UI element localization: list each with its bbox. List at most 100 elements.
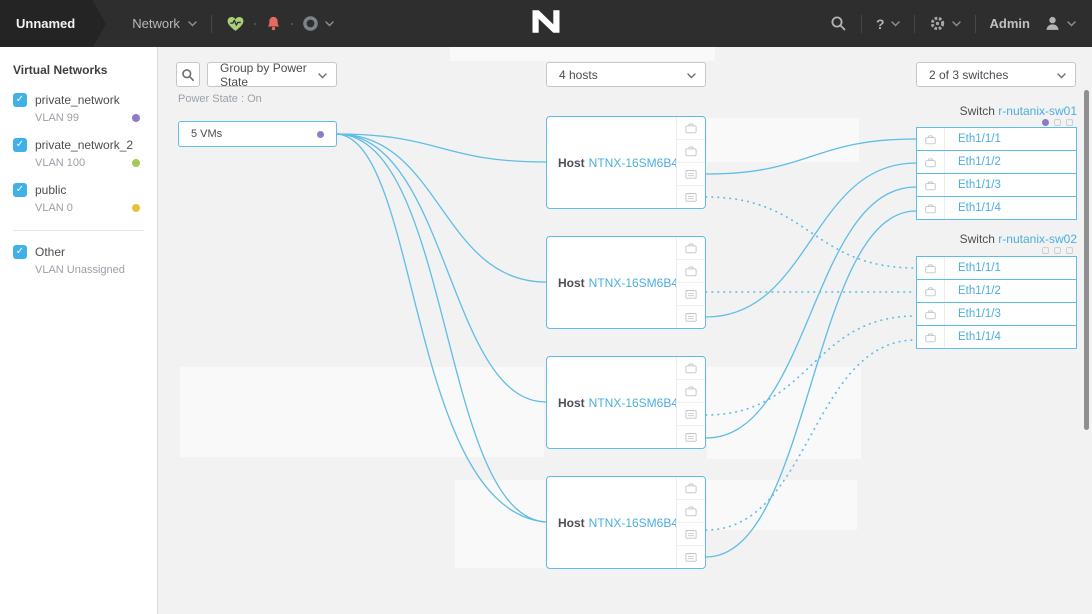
host-prefix: Host <box>558 515 585 530</box>
switch-prefix: Switch <box>959 232 995 246</box>
network-checkbox[interactable]: ✓ <box>13 183 27 197</box>
help-menu[interactable]: ? <box>876 16 900 32</box>
sidebar-title: Virtual Networks <box>13 63 108 77</box>
nic-card-icon[interactable] <box>677 282 705 305</box>
host-prefix: Host <box>558 155 585 170</box>
canvas-search-button[interactable] <box>176 62 200 87</box>
alerts-bell-icon[interactable] <box>265 15 282 33</box>
network-color-dot <box>132 159 140 167</box>
chevron-down-icon <box>318 73 327 79</box>
network-item-public: ✓ public VLAN 0 <box>13 183 144 214</box>
vlan-label: VLAN 0 <box>35 202 73 214</box>
gear-icon <box>930 16 944 31</box>
vm-group-label: 5 VMs <box>191 128 223 140</box>
port-label: Eth1/1/1 <box>958 262 1001 274</box>
hosts-filter-dropdown[interactable]: 4 hosts <box>546 62 706 87</box>
switch2-port-eth1-1-1[interactable]: Eth1/1/1 <box>916 256 1077 280</box>
indicator-dot <box>1066 247 1073 254</box>
hosts-filter-value: 4 hosts <box>559 67 598 82</box>
network-checkbox[interactable]: ✓ <box>13 245 27 259</box>
tasks-ring-menu[interactable] <box>302 15 334 32</box>
cluster-name: Unnamed <box>16 16 76 31</box>
switches-filter-dropdown[interactable]: 2 of 3 switches <box>916 62 1076 87</box>
canvas-ghost-band <box>450 47 715 61</box>
nic-port-icon[interactable] <box>677 477 705 499</box>
switch-name: r-nutanix-sw01 <box>998 104 1077 118</box>
header-divider <box>913 14 915 33</box>
nav-menu-label: Network <box>132 16 180 31</box>
port-icon <box>917 303 945 325</box>
indicator-dot <box>1042 247 1049 254</box>
switch2-port-eth1-1-3[interactable]: Eth1/1/3 <box>916 302 1077 326</box>
port-icon <box>917 151 945 173</box>
nic-port-icon[interactable] <box>677 139 705 162</box>
search-icon[interactable] <box>830 15 847 32</box>
port-icon <box>917 257 945 279</box>
network-label: private_network_2 <box>35 138 134 152</box>
switch1-title: Switch r-nutanix-sw01 <box>837 104 1077 118</box>
chevron-down-icon <box>890 20 900 27</box>
nic-port-icon[interactable] <box>677 237 705 259</box>
nic-port-icon[interactable] <box>677 117 705 139</box>
indicator-dot-active <box>1042 119 1049 126</box>
group-by-dropdown[interactable]: Group by Power State <box>207 61 337 89</box>
settings-gear-menu[interactable] <box>929 15 961 32</box>
nic-card-icon[interactable] <box>677 162 705 185</box>
network-color-dot <box>132 204 140 212</box>
header-divider <box>860 14 862 33</box>
top-header: Unnamed Network ? <box>0 0 1092 47</box>
nic-card-icon[interactable] <box>677 522 705 545</box>
network-label: public <box>35 183 67 197</box>
wire-vms-host4 <box>336 133 547 523</box>
nic-port-icon[interactable] <box>677 379 705 402</box>
switch1-port-eth1-1-3[interactable]: Eth1/1/3 <box>916 173 1077 197</box>
wire-vms-host4b <box>336 133 547 523</box>
nic-port-icon[interactable] <box>677 499 705 522</box>
switch1-port-eth1-1-4[interactable]: Eth1/1/4 <box>916 196 1077 220</box>
nic-card-icon[interactable] <box>677 425 705 448</box>
switch1-port-eth1-1-2[interactable]: Eth1/1/2 <box>916 150 1077 174</box>
port-icon <box>917 326 945 348</box>
host-title: Host NTNX-16SM6B480114-C <box>547 357 676 448</box>
nic-port-icon[interactable] <box>677 259 705 282</box>
port-label: Eth1/1/3 <box>958 308 1001 320</box>
indicator-dot <box>1054 119 1061 126</box>
port-icon <box>917 280 945 302</box>
header-sep-dot <box>253 22 256 25</box>
nic-card-icon[interactable] <box>677 545 705 568</box>
host-prefix: Host <box>558 395 585 410</box>
admin-user-menu[interactable]: Admin <box>990 15 1076 32</box>
host-title: Host NTNX-16SM6B480114-D <box>547 477 676 568</box>
host-box-4[interactable]: Host NTNX-16SM6B480114-D <box>546 476 706 569</box>
health-heart-icon[interactable] <box>226 15 245 32</box>
chevron-down-icon <box>951 20 961 27</box>
port-label: Eth1/1/1 <box>958 133 1001 145</box>
vertical-scrollbar[interactable] <box>1084 90 1089 430</box>
vm-group-box[interactable]: 5 VMs <box>178 121 337 147</box>
network-checkbox[interactable]: ✓ <box>13 138 27 152</box>
vlan-label: VLAN 100 <box>35 157 86 169</box>
port-label: Eth1/1/4 <box>958 202 1001 214</box>
network-label: private_network <box>35 93 120 107</box>
network-checkbox[interactable]: ✓ <box>13 93 27 107</box>
host-title: Host NTNX-16SM6B480114-A <box>547 117 676 208</box>
switch2-port-eth1-1-4[interactable]: Eth1/1/4 <box>916 325 1077 349</box>
help-label: ? <box>875 15 885 32</box>
admin-label: Admin <box>989 16 1030 31</box>
chevron-down-icon <box>1057 73 1066 79</box>
host-name: NTNX-16SM6B480114-B <box>588 275 676 290</box>
port-label: Eth1/1/3 <box>958 179 1001 191</box>
header-sep-dot <box>290 22 293 25</box>
host-box-1[interactable]: Host NTNX-16SM6B480114-A <box>546 116 706 209</box>
nic-card-icon[interactable] <box>677 305 705 328</box>
switch1-port-eth1-1-1[interactable]: Eth1/1/1 <box>916 127 1077 151</box>
wire-vms-host2 <box>336 133 547 283</box>
switch2-port-eth1-1-2[interactable]: Eth1/1/2 <box>916 279 1077 303</box>
host-box-3[interactable]: Host NTNX-16SM6B480114-C <box>546 356 706 449</box>
nic-port-icon[interactable] <box>677 357 705 379</box>
cluster-breadcrumb[interactable]: Unnamed <box>0 0 94 47</box>
nav-menu-network[interactable]: Network <box>132 16 197 31</box>
nic-card-icon[interactable] <box>677 402 705 425</box>
host-box-2[interactable]: Host NTNX-16SM6B480114-B <box>546 236 706 329</box>
nic-card-icon[interactable] <box>677 185 705 208</box>
